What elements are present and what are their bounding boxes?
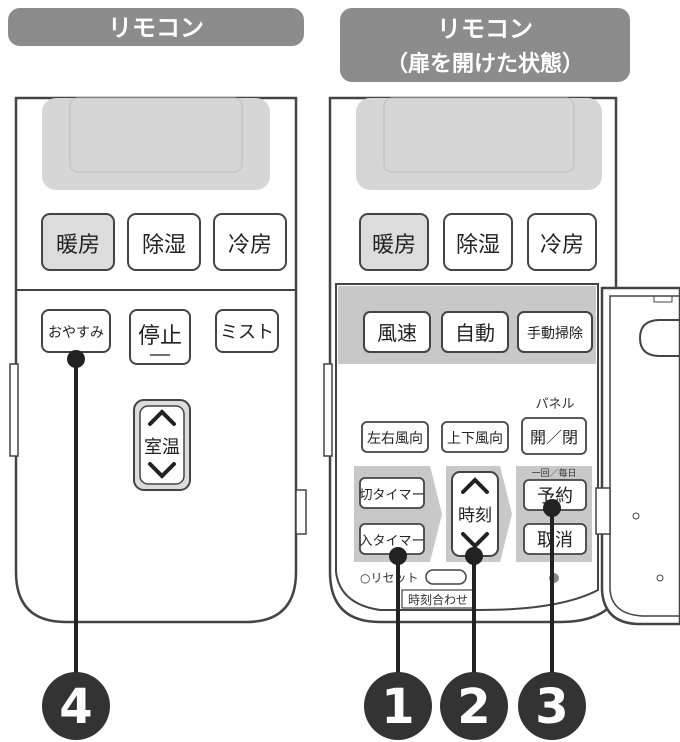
left-cool-button[interactable] [213, 213, 287, 271]
panel-open-close-label: 開／閉 [530, 428, 578, 447]
panel-open-close-button[interactable] [521, 417, 587, 455]
time-up-icon[interactable] [461, 477, 489, 494]
temp-label: 室温 [144, 437, 180, 458]
horizontal-swing-label: 左右風向 [367, 431, 423, 447]
auto-button[interactable] [441, 311, 509, 353]
fan-speed-label: 風速 [377, 321, 417, 345]
right-dry-button[interactable] [443, 213, 513, 271]
vertical-swing-button[interactable] [441, 421, 509, 453]
auto-label: 自動 [455, 321, 495, 345]
right-cool-label: 冷房 [540, 233, 584, 258]
left-header-text: リモコン [108, 14, 204, 42]
time-set-button[interactable] [425, 569, 467, 585]
callout-2-number: 2 [457, 679, 490, 735]
cancel-button[interactable] [523, 523, 587, 555]
temp-down-icon[interactable] [148, 462, 176, 479]
off-timer-button[interactable] [359, 477, 425, 509]
right-header-line2: （扉を開けた状態） [386, 51, 584, 77]
right-header-line1: リモコン [437, 15, 533, 43]
callout-4-number: 4 [59, 679, 92, 735]
right-header: リモコン （扉を開けた状態） [340, 8, 630, 82]
stop-label: 停止 [138, 324, 182, 349]
callout-2 [440, 672, 508, 740]
sleep-callout-dot [67, 350, 85, 368]
left-dry-button[interactable] [127, 213, 201, 271]
time-down-icon[interactable] [461, 532, 489, 549]
cancel-label: 取消 [537, 530, 573, 551]
callout-1-number: 1 [381, 679, 414, 735]
callout-1 [364, 672, 432, 740]
on-timer-callout-dot [389, 547, 407, 565]
callout-3 [518, 672, 586, 740]
panel-label: パネル [535, 397, 574, 412]
horizontal-swing-button[interactable] [361, 421, 429, 453]
on-timer-label: 入タイマー [359, 534, 424, 549]
right-heat-button[interactable] [359, 213, 429, 271]
right-remote: 暖房 除湿 冷房 風速 自動 手動掃除 パネル 左右風向 上下風向 開／閉 切タ… [323, 96, 680, 740]
vertical-swing-label: 上下風向 [447, 431, 503, 447]
reset-label: ○リセット [360, 571, 418, 585]
left-cool-label: 冷房 [228, 233, 272, 258]
opened-door [600, 286, 680, 626]
time-label: 時刻 [458, 506, 492, 526]
reserve-callout-dot [543, 499, 561, 517]
temp-up-icon[interactable] [148, 409, 176, 426]
stop-button[interactable] [129, 309, 191, 365]
left-remote: 暖房 除湿 冷房 おやすみ 停止 ミスト 室温 4 [9, 96, 307, 740]
callout-4 [42, 672, 110, 740]
manual-clean-button[interactable] [517, 311, 593, 353]
right-dry-label: 除湿 [456, 233, 500, 258]
left-heat-label: 暖房 [56, 233, 100, 258]
off-timer-label: 切タイマー [359, 488, 424, 503]
right-heat-label: 暖房 [372, 233, 416, 258]
mist-button[interactable] [215, 309, 279, 353]
time-callout-dot [465, 547, 483, 565]
right-cool-button[interactable] [527, 213, 597, 271]
mist-label: ミスト [220, 322, 274, 343]
time-set-label: 時刻合わせ [408, 592, 468, 607]
left-header: リモコン [8, 8, 304, 46]
manual-clean-label: 手動掃除 [527, 325, 583, 342]
fan-speed-button[interactable] [363, 311, 431, 353]
schedule-label: 一回／毎日 [531, 467, 576, 479]
sleep-label: おやすみ [48, 325, 104, 341]
left-dry-label: 除湿 [142, 233, 186, 258]
callout-3-number: 3 [535, 679, 568, 735]
left-heat-button[interactable] [41, 213, 115, 271]
